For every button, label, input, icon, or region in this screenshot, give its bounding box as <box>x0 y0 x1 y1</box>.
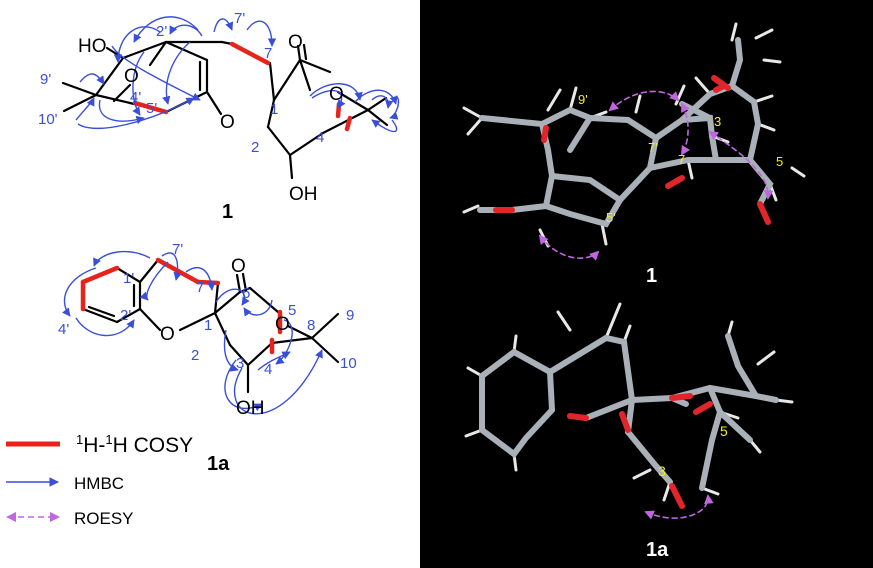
compound-1a-hmbc-arrows <box>62 250 323 415</box>
pos-1a-6: 6 <box>242 285 250 302</box>
pos-2: 2 <box>251 139 259 156</box>
model-1a-label-5: 5 <box>720 423 728 439</box>
ketone-oxygen-label: O <box>288 32 303 53</box>
pos-1: 1 <box>270 101 278 118</box>
pos-2p: 2' <box>156 23 167 40</box>
pos-1a-4: 4 <box>264 361 272 378</box>
model-1a-number: 1a <box>646 539 669 561</box>
model-1-label-5p: 5' <box>606 210 616 225</box>
ring-oxygen-label: O <box>220 112 235 133</box>
compound-1-position-labels: 2' 7' 7 9' 4' 5' 10' 1 2 4 <box>38 10 324 156</box>
3d-model-panel: 9' 3 7' 7 5 5' 1 <box>420 0 873 568</box>
pos-7: 7 <box>264 45 272 62</box>
pos-1a-2: 2 <box>191 347 199 364</box>
model-1-label-7p: 7' <box>648 140 658 155</box>
pos-4: 4 <box>316 129 324 146</box>
legend-roesy-label: ROESY <box>74 509 134 528</box>
compound-1-number: 1 <box>222 201 233 223</box>
pos-1a-5: 5 <box>288 302 296 319</box>
model-1-label-3: 3 <box>714 114 721 129</box>
model-1a: 5 3 1a <box>464 302 794 561</box>
right-oxygen-label: O <box>329 84 344 105</box>
compound-1a-cosy-bonds <box>80 257 283 355</box>
compound-1a-position-labels: 7' 1' 7 6 5 2' 4' 1 8 9 2 3 4 10 <box>58 241 357 378</box>
hydroxyl-label-oh: OH <box>289 184 318 205</box>
pos-1a-1p: 1' <box>123 270 134 287</box>
compound-1-structure: HO O O O O OH 2' 7' 7 9' 4' 5' 10' 1 2 4… <box>38 10 400 223</box>
pos-1a-3: 3 <box>236 355 244 372</box>
ketone-oxygen-label-1a: O <box>231 256 246 277</box>
hydroxyl-label-ho: HO <box>78 36 107 57</box>
right-oxygen-label-1a: O <box>275 314 290 335</box>
pos-1a-4p: 4' <box>58 321 69 338</box>
compound-1a-structure: O O O OH 7' 1' 7 6 5 2' 4' 1 8 9 2 3 4 1… <box>58 241 357 475</box>
model-1a-label-3: 3 <box>658 463 666 479</box>
model-1-label-9p: 9' <box>578 92 588 107</box>
compound-1a-atom-labels: O O O OH <box>160 256 290 419</box>
pos-7p: 7' <box>234 10 245 27</box>
model-1-label-7: 7 <box>678 152 685 167</box>
pos-10p: 10' <box>38 111 58 128</box>
compound-1a-number: 1a <box>207 453 230 475</box>
model-1: 9' 3 7' 7 5 5' 1 <box>462 22 806 287</box>
pos-5p: 5' <box>146 100 157 117</box>
model-1-number: 1 <box>646 265 657 287</box>
legend: 1H-1H COSY HMBC ROESY <box>6 432 193 528</box>
pos-1a-8: 8 <box>307 317 315 334</box>
compound-1a-bonds <box>81 258 340 394</box>
pos-1a-1: 1 <box>204 317 212 334</box>
compound-1-hmbc-arrows <box>75 16 400 133</box>
pos-1a-2p: 2' <box>120 307 131 324</box>
pos-1a-7: 7 <box>196 279 204 296</box>
pos-1a-10: 10 <box>340 355 357 372</box>
pos-1a-7p: 7' <box>172 241 183 258</box>
ring-oxygen-label-1a: O <box>160 324 175 345</box>
pos-4p: 4' <box>130 89 141 106</box>
pos-1a-9: 9 <box>346 307 354 324</box>
structures-panel: HO O O O O OH 2' 7' 7 9' 4' 5' 10' 1 2 4… <box>6 10 400 528</box>
legend-cosy-label: 1H-1H COSY <box>76 432 193 457</box>
compound-1-atom-labels: HO O O O O OH <box>78 32 344 205</box>
legend-hmbc-label: HMBC <box>74 474 124 493</box>
bridge-oxygen-label: O <box>124 66 139 87</box>
hydroxyl-label-1a: OH <box>236 398 265 419</box>
pos-9p: 9' <box>40 71 51 88</box>
model-1-label-5: 5 <box>776 154 783 169</box>
